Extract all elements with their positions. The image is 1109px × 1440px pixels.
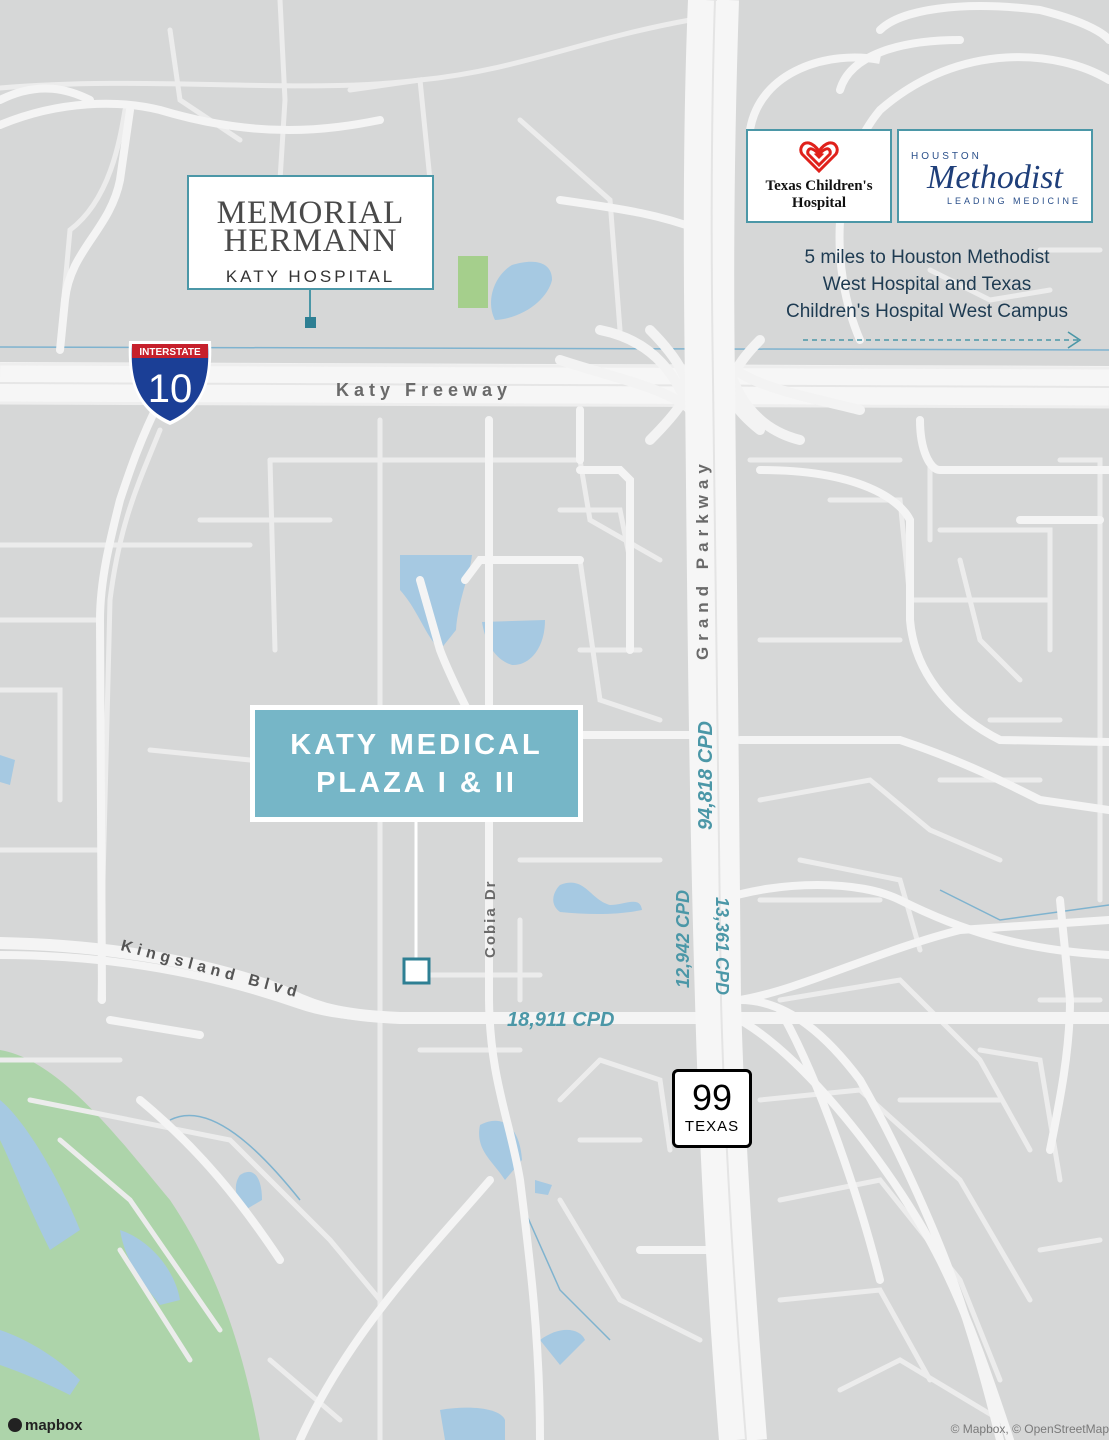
traffic-count-grand-east: 13,361 CPD [712, 897, 732, 995]
grand-parkway-label: Grand Parkway [693, 458, 712, 660]
traffic-count-grand-north: 94,818 CPD [695, 721, 717, 830]
distance-note-line1: 5 miles to Houston Methodist [804, 247, 1050, 268]
memorial-hermann-name-line1: MEMORIAL [216, 195, 405, 231]
houston-methodist-tagline: LEADING MEDICINE [946, 196, 1081, 206]
i10-shield-top: INTERSTATE [139, 347, 201, 358]
traffic-count-kingsland: 18,911 CPD [507, 1009, 614, 1031]
i10-shield-number: 10 [148, 367, 193, 411]
pond [535, 1180, 552, 1195]
distance-note-line3: Children's Hospital West Campus [785, 301, 1069, 322]
mapbox-logo-text: mapbox [25, 1417, 83, 1434]
distance-note: 5 miles to Houston Methodist West Hospit… [752, 244, 1102, 325]
map-attribution[interactable]: © Mapbox, © OpenStreetMap [950, 1422, 1109, 1436]
memorial-hermann-marker[interactable] [305, 317, 316, 328]
distance-note-line2: West Hospital and Texas [822, 274, 1032, 295]
traffic-count-grand-west: 12,942 CPD [673, 890, 693, 988]
pond [553, 882, 642, 915]
memorial-hermann-subtitle: KATY HOSPITAL [225, 267, 396, 286]
texas-childrens-logo[interactable]: Texas Children's Hospital [746, 129, 892, 223]
houston-methodist-logo[interactable]: HOUSTON Methodist LEADING MEDICINE [897, 129, 1093, 223]
houston-methodist-wordmark: Methodist [927, 159, 1063, 196]
tx99-shield-number: 99 [691, 1077, 733, 1118]
pond [120, 1230, 180, 1305]
katy-freeway-label: Katy Freeway [336, 380, 512, 400]
site-marker[interactable] [402, 957, 431, 985]
houston-methodist-top: HOUSTON [911, 151, 982, 162]
kingsland-blvd-road [0, 937, 1109, 1024]
tx99-shield-state: TEXAS [684, 1118, 740, 1135]
pond [0, 1330, 80, 1395]
pond [235, 1171, 262, 1210]
pond [491, 261, 552, 320]
mapbox-logo[interactable]: mapbox [8, 1417, 83, 1434]
i10-shield: INTERSTATE 10 [128, 341, 212, 425]
memorial-hermann-name-line2: HERMANN [223, 223, 398, 259]
site-callout[interactable]: KATY MEDICAL PLAZA I & II [250, 705, 583, 822]
direction-arrow [803, 331, 1082, 349]
pond [482, 620, 545, 666]
park-field [458, 256, 488, 308]
site-callout-line2: PLAZA I & II [316, 767, 517, 799]
site-callout-line1: KATY MEDICAL [290, 729, 543, 761]
texas-childrens-heart-icon [799, 141, 839, 174]
pond [440, 1407, 505, 1440]
memorial-hermann-logo[interactable]: MEMORIAL HERMANN KATY HOSPITAL [187, 175, 434, 290]
texas-childrens-name-line2: Hospital [791, 195, 847, 211]
mapbox-icon [8, 1418, 22, 1432]
grand-parkway-road [683, 0, 753, 1440]
pond [0, 1100, 80, 1250]
pond [0, 755, 15, 785]
texas-childrens-name-line1: Texas Children's [765, 178, 873, 194]
pond [540, 1329, 585, 1365]
cobia-dr-label: Cobia Dr [482, 879, 499, 958]
tx99-shield: 99 TEXAS [672, 1069, 752, 1148]
